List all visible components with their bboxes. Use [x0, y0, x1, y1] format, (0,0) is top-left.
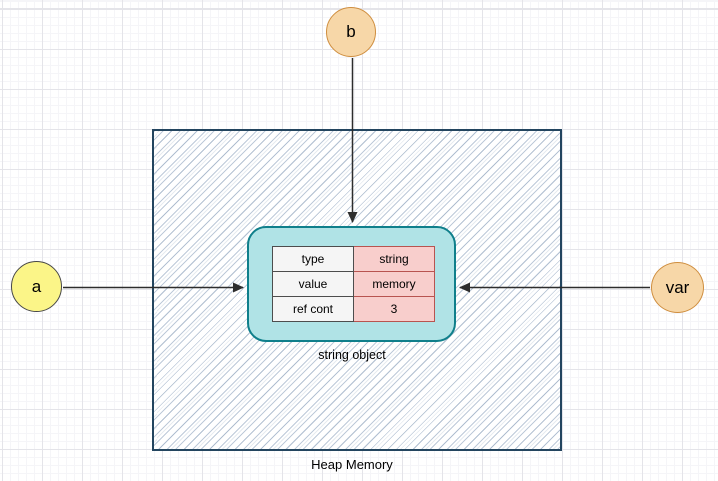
- node-b: b: [326, 7, 376, 57]
- node-a-label: a: [31, 276, 42, 296]
- string-object-label: string object: [318, 348, 386, 362]
- table-row: value memory: [272, 271, 435, 297]
- property-key-cell: type: [272, 246, 354, 272]
- property-key-cell: ref cont: [272, 296, 354, 322]
- node-var-label: var: [665, 277, 690, 297]
- heap-memory-label: Heap Memory: [311, 457, 393, 472]
- table-row: type string: [272, 246, 435, 272]
- property-value-cell: string: [353, 246, 435, 272]
- node-var: var: [651, 262, 704, 313]
- node-a: a: [11, 261, 62, 312]
- table-row: ref cont 3: [272, 296, 435, 322]
- property-key-cell: value: [272, 271, 354, 297]
- property-value-cell: 3: [353, 296, 435, 322]
- node-b-label: b: [346, 22, 356, 41]
- property-value-cell: memory: [353, 271, 435, 297]
- object-property-table: type string value memory ref cont 3: [272, 246, 435, 322]
